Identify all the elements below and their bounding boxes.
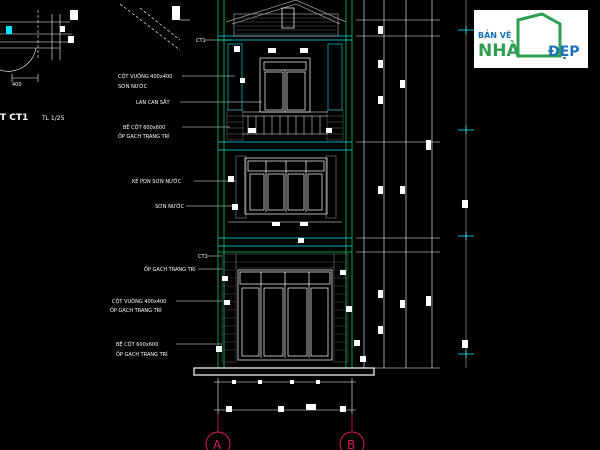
label-op-gach-base: ỐP GẠCH TRANG TRÍ bbox=[116, 350, 168, 358]
house-icon bbox=[516, 12, 562, 58]
middle-pilaster-right bbox=[325, 155, 337, 219]
upper-column-left bbox=[227, 43, 243, 111]
logo-line2: NHÀ bbox=[478, 39, 520, 61]
label-lan-can: LAN CAN SẮT bbox=[136, 98, 170, 106]
logo-line1: BẢN VẼ bbox=[478, 29, 511, 40]
drawing-title: T CT1 bbox=[0, 113, 28, 123]
axis-b-label: B bbox=[347, 438, 355, 450]
label-ct1-top: CT1 bbox=[196, 38, 206, 44]
label-ct1-bottom: CT1 bbox=[198, 254, 208, 260]
ground-base bbox=[193, 367, 375, 376]
dim-tick bbox=[60, 26, 65, 32]
label-cot-vuong-bottom: CỘT VUÔNG 400x400 bbox=[112, 298, 166, 305]
middle-pilaster-left bbox=[235, 155, 247, 219]
bottom-dimension bbox=[214, 378, 356, 414]
brick-gable bbox=[236, 17, 336, 35]
axis-a-bubble bbox=[205, 431, 231, 450]
drawing-scale: TL 1/25 bbox=[41, 115, 65, 122]
column-detail-fragment bbox=[0, 10, 72, 82]
upper-column-right bbox=[327, 43, 343, 111]
cyan-marker bbox=[6, 26, 12, 34]
dimension-ticks-right bbox=[378, 26, 431, 334]
dim-tick bbox=[172, 6, 180, 20]
label-son-nuoc: SƠN NƯỚC bbox=[155, 203, 185, 210]
dimension-lines-right bbox=[356, 0, 440, 369]
label-son-nuoc-top: SƠN NƯỚC bbox=[118, 83, 148, 90]
dim-tick bbox=[68, 36, 74, 43]
roof-gable bbox=[225, 0, 347, 37]
level-ticks bbox=[462, 200, 468, 348]
middle-window bbox=[244, 157, 328, 215]
site-logo: BẢN VẼ NHÀ ĐẸP bbox=[474, 10, 588, 68]
label-be-cot-top: BỆ CỘT 600x600 bbox=[123, 123, 165, 131]
label-op-gach: ỐP GẠCH TRANG TRÍ bbox=[144, 265, 196, 273]
leader-labels: CT1 CỘT VUÔNG 400x400 SƠN NƯỚC LAN CAN S… bbox=[110, 38, 262, 358]
facade-tags bbox=[216, 46, 366, 362]
roof-slope-fragment bbox=[119, 3, 190, 51]
label-cot-vuong-top: CỘT VUÔNG 400x400 bbox=[118, 73, 172, 80]
label-op-gach-top: ỐP GẠCH TRANG TRÍ bbox=[118, 132, 170, 140]
dim-tick bbox=[70, 10, 78, 20]
logo-line3: ĐẸP bbox=[548, 44, 580, 60]
brick-lines-ground bbox=[222, 261, 348, 351]
label-op-gach-bottom: ỐP GẠCH TRANG TRÍ bbox=[110, 306, 162, 314]
dim-400: 400 bbox=[12, 82, 22, 88]
ground-door bbox=[237, 269, 333, 361]
label-ke-pon: KẺ PON SƠN NƯỚC bbox=[132, 177, 182, 185]
axis-b-bubble bbox=[339, 431, 365, 450]
gable-vent bbox=[281, 7, 295, 29]
brick-column-bases-upper bbox=[226, 109, 344, 141]
upper-door bbox=[259, 57, 311, 113]
label-be-cot-bottom: BỆ CỘT 600x600 bbox=[116, 340, 158, 348]
axis-a-label: A bbox=[213, 438, 222, 450]
bottom-dim-ticks bbox=[226, 380, 346, 412]
